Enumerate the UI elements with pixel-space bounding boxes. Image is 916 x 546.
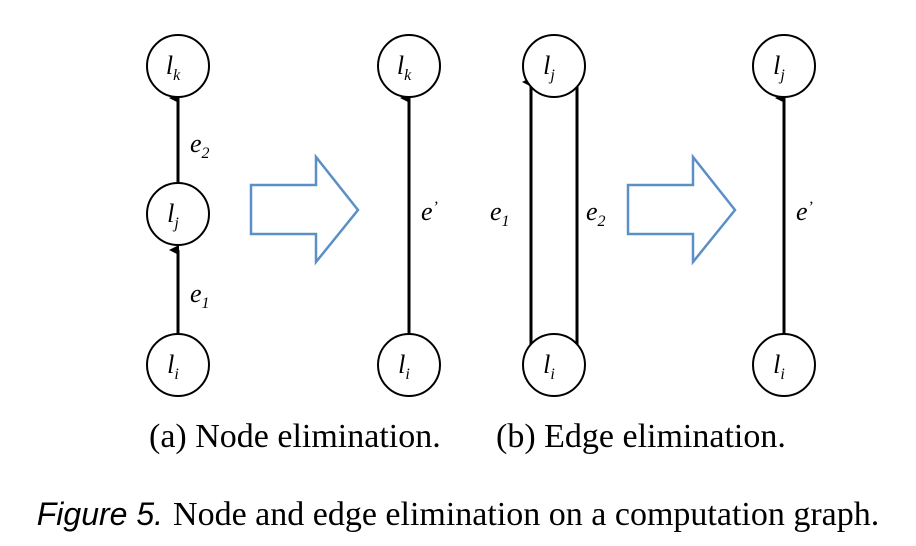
subcaption-a: (a) Node elimination. — [149, 418, 441, 455]
svg-text:li: li — [543, 350, 555, 383]
svg-text:lk: lk — [397, 51, 412, 84]
svg-text:li: li — [773, 350, 785, 383]
node-a2-li: li — [377, 333, 441, 397]
edge-label-b-eprime: e’ — [796, 197, 813, 226]
graph-a-after: lk li e’ — [377, 34, 441, 397]
edge-label-b-e2: e2 — [586, 197, 606, 230]
node-b2-lj: lj — [752, 34, 816, 98]
caption-text: Node and edge elimination on a computati… — [173, 496, 879, 533]
edge-label-b-e1: e1 — [490, 197, 510, 230]
edge-label-a-eprime: e’ — [421, 197, 438, 226]
svg-text:lk: lk — [166, 51, 181, 84]
graph-b-after: lj li e’ — [752, 34, 816, 397]
node-a-lk: lk — [146, 34, 210, 98]
node-b-li: li — [522, 333, 586, 397]
node-a-lj: lj — [146, 182, 210, 246]
graph-b-before: lj li e1 e2 — [490, 34, 606, 397]
subcaption-b: (b) Edge elimination. — [496, 418, 786, 455]
transform-arrow-a — [249, 153, 360, 266]
svg-text:li: li — [167, 350, 179, 383]
caption-label: Figure 5. — [37, 496, 163, 532]
edge-label-a-e1: e1 — [190, 279, 210, 312]
svg-text:li: li — [398, 350, 410, 383]
node-b2-li: li — [752, 333, 816, 397]
node-a2-lk: lk — [377, 34, 441, 98]
graph-a-before: lk lj li e2 e1 — [146, 34, 210, 397]
figure-caption: Figure 5. Node and edge elimination on a … — [37, 496, 880, 533]
node-a-li: li — [146, 333, 210, 397]
svg-text:lj: lj — [543, 51, 555, 84]
node-b-lj: lj — [522, 34, 586, 98]
edge-label-a-e2: e2 — [190, 129, 210, 162]
transform-arrow-b — [626, 153, 737, 266]
svg-text:lj: lj — [773, 51, 785, 84]
svg-text:lj: lj — [167, 199, 179, 232]
